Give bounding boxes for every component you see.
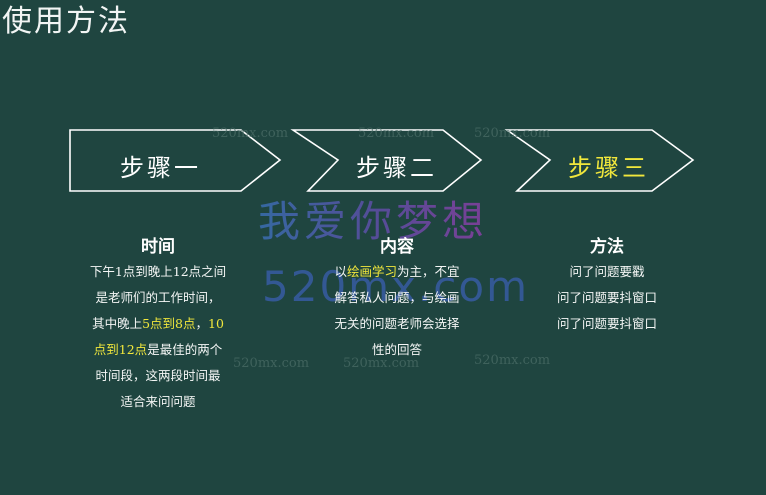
column-time-title: 时间 — [141, 237, 175, 257]
body-line: 适合来问问题 — [60, 389, 256, 415]
body-text: 时间段，这两段时间最 — [95, 368, 221, 383]
body-text: ， — [195, 316, 209, 331]
watermark-logo-url: 520mx.com — [262, 262, 529, 311]
body-line: 问了问题要抖窗口 — [522, 285, 692, 311]
body-line: 是老师们的工作时间， — [60, 285, 256, 311]
body-text: 以 — [334, 264, 347, 279]
highlighted-text: 绘画学习 — [346, 264, 397, 279]
body-text: 适合来问问题 — [120, 394, 196, 409]
highlighted-text: 5点到8点 — [142, 316, 196, 331]
body-text: 性的回答 — [371, 342, 422, 357]
faint-watermark: 520mx.com — [474, 126, 551, 141]
body-line: 以绘画学习为主，不宜 — [297, 259, 497, 285]
faint-watermark: 520mx.com — [343, 356, 420, 371]
body-line: 性的回答 — [297, 337, 497, 363]
column-method-body: 问了问题要戳问了问题要抖窗口问了问题要抖窗口 — [522, 259, 692, 337]
column-content-body: 以绘画学习为主，不宜解答私人问题，与绘画无关的问题老师会选择性的回答 — [297, 259, 497, 363]
step-2-label: 步骤二 — [356, 154, 437, 182]
body-text: 问了问题要戳 — [569, 264, 645, 279]
faint-watermark: 520mx.com — [212, 126, 289, 141]
body-text: 问了问题要抖窗口 — [556, 290, 657, 305]
column-content-title: 内容 — [380, 237, 414, 257]
body-text: 下午1点到晚上12点之间 — [89, 264, 227, 279]
body-text: 其中晚上 — [92, 316, 143, 331]
body-text: 问了问题要抖窗口 — [556, 316, 657, 331]
body-line: 无关的问题老师会选择 — [297, 311, 497, 337]
body-line: 其中晚上5点到8点，10 — [60, 311, 256, 337]
step-2-arrow — [290, 129, 483, 192]
step-1-arrow — [69, 129, 282, 192]
body-text: 无关的问题老师会选择 — [334, 316, 460, 331]
faint-watermark: 520mx.com — [474, 353, 551, 368]
body-text: 是老师们的工作时间， — [95, 290, 221, 305]
body-line: 时间段，这两段时间最 — [60, 363, 256, 389]
body-text: 解答私人问题，与绘画 — [334, 290, 460, 305]
highlighted-text: 10 — [208, 316, 224, 331]
step-1-label: 步骤一 — [120, 154, 201, 182]
body-line: 点到12点是最佳的两个 — [60, 337, 256, 363]
faint-watermark: 520mx.com — [358, 126, 435, 141]
body-line: 解答私人问题，与绘画 — [297, 285, 497, 311]
highlighted-text: 点到12点 — [93, 342, 148, 357]
step-3-arrow — [504, 129, 695, 192]
body-line: 问了问题要抖窗口 — [522, 311, 692, 337]
body-line: 问了问题要戳 — [522, 259, 692, 285]
column-method-title: 方法 — [590, 237, 624, 257]
body-line: 下午1点到晚上12点之间 — [60, 259, 256, 285]
watermark-logo-text: 我爱你梦想 — [258, 188, 488, 249]
step-3-label: 步骤三 — [568, 154, 649, 182]
body-text: 为主，不宜 — [397, 264, 460, 279]
slide-title: 使用方法 — [2, 4, 130, 39]
body-text: 是最佳的两个 — [147, 342, 223, 357]
faint-watermark: 520mx.com — [233, 356, 310, 371]
